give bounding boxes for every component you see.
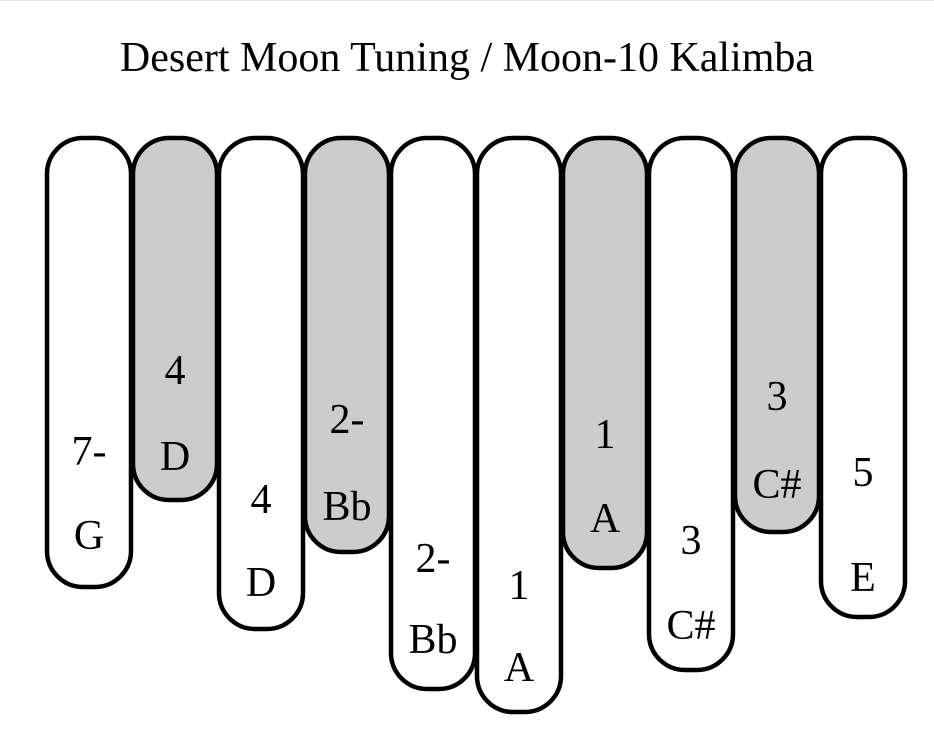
tine-note: Bb bbox=[408, 617, 457, 663]
tine-5: 2- Bb bbox=[388, 135, 478, 692]
tine-note: Bb bbox=[322, 484, 371, 530]
tine-number: 5 bbox=[853, 450, 874, 496]
tine-number: 4 bbox=[251, 477, 272, 523]
tine-number: 3 bbox=[681, 518, 702, 564]
tine-body bbox=[646, 135, 736, 673]
tine-number: 3 bbox=[767, 374, 788, 420]
tine-note: E bbox=[850, 555, 876, 601]
tine-6: 1A bbox=[474, 135, 564, 715]
tine-number: 2- bbox=[416, 536, 451, 582]
tine-10: 5E bbox=[818, 135, 908, 620]
tine-body bbox=[474, 135, 564, 715]
tine-number: 1 bbox=[509, 563, 530, 609]
tine-9: 3C# bbox=[732, 135, 822, 535]
tine-4: 2- Bb bbox=[302, 135, 392, 555]
tine-note: C# bbox=[666, 603, 715, 649]
tine-note: A bbox=[504, 645, 535, 691]
tine-body bbox=[818, 135, 908, 620]
tine-note: D bbox=[246, 560, 276, 606]
tine-1: 7- G bbox=[44, 135, 134, 590]
diagram-title: Desert Moon Tuning / Moon-10 Kalimba bbox=[119, 35, 815, 81]
tine-number: 4 bbox=[165, 348, 186, 394]
tine-3: 4D bbox=[216, 135, 306, 632]
tine-number: 2- bbox=[330, 397, 365, 443]
tine-body bbox=[388, 135, 478, 692]
tine-7: 1A bbox=[560, 135, 650, 571]
tine-note: G bbox=[74, 513, 104, 559]
tine-note: C# bbox=[752, 462, 801, 508]
tine-2: 4D bbox=[130, 135, 220, 503]
tine-number: 7- bbox=[72, 429, 107, 475]
tine-number: 1 bbox=[595, 412, 616, 458]
tine-note: D bbox=[160, 434, 190, 480]
tine-8: 3C# bbox=[646, 135, 736, 673]
tine-body bbox=[216, 135, 306, 632]
tine-note: A bbox=[590, 496, 621, 542]
